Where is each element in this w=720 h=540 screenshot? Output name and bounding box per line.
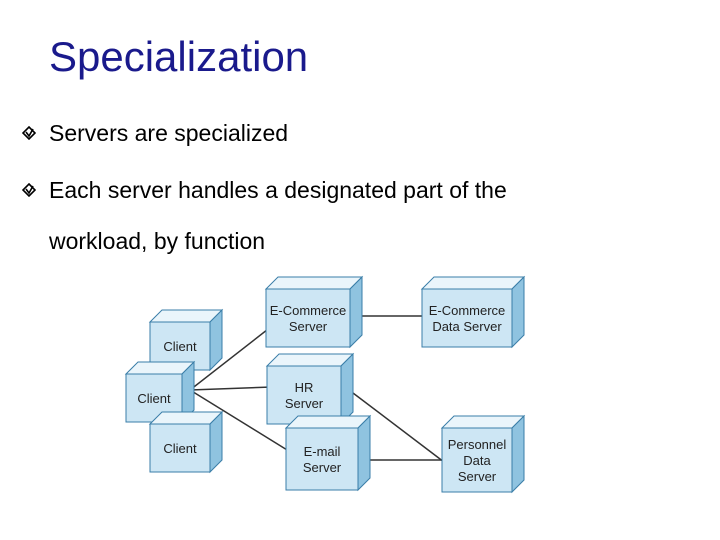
bullet-2-continuation: workload, by function bbox=[49, 228, 266, 254]
node-side-face bbox=[357, 414, 371, 492]
node-front-face bbox=[441, 427, 513, 493]
node-front-face bbox=[285, 427, 359, 491]
node-top-face bbox=[264, 276, 364, 290]
node-front-face bbox=[265, 288, 351, 348]
node-label: Server bbox=[285, 396, 324, 411]
node-label: E-Commerce bbox=[270, 303, 347, 318]
node-side-face bbox=[511, 414, 525, 494]
node-label: E-Commerce bbox=[429, 303, 506, 318]
edge-client-2-to-ecommerce-server bbox=[189, 325, 273, 391]
node-label: E-mail bbox=[304, 444, 341, 459]
node-front-face bbox=[266, 365, 342, 425]
node-top-face bbox=[420, 276, 526, 290]
diamond-check-icon bbox=[22, 126, 36, 140]
node-label: Client bbox=[163, 441, 197, 456]
node-label: Client bbox=[137, 391, 171, 406]
node-label: Personnel bbox=[448, 437, 507, 452]
node-label: Data bbox=[463, 453, 491, 468]
diagram-nodes: ClientClientClientE-CommerceServerE-Comm… bbox=[124, 275, 526, 494]
node-client-2: Client bbox=[124, 360, 196, 424]
node-client-3: Client bbox=[148, 410, 224, 474]
node-label: Server bbox=[289, 319, 328, 334]
bullet-1-text: Servers are specialized bbox=[49, 120, 289, 146]
diamond-check-icon bbox=[22, 183, 36, 197]
edge-hr-server-to-personnel-data-server bbox=[352, 392, 445, 463]
node-top-face bbox=[265, 353, 355, 367]
bullet-2-text: Each server handles a designated part of… bbox=[49, 177, 507, 203]
node-front-face bbox=[149, 423, 211, 473]
node-side-face bbox=[511, 275, 525, 349]
slide-title: Specialization bbox=[49, 33, 309, 80]
node-client-1: Client bbox=[148, 308, 224, 372]
edge-client-2-to-hr-server bbox=[189, 386, 273, 391]
node-front-face bbox=[421, 288, 513, 348]
diagram-edges bbox=[189, 315, 445, 463]
node-top-face bbox=[440, 415, 526, 429]
node-label: HR bbox=[295, 380, 314, 395]
node-label: Server bbox=[458, 469, 497, 484]
node-side-face bbox=[349, 275, 363, 349]
node-label: Data Server bbox=[432, 319, 502, 334]
node-top-face bbox=[284, 415, 372, 429]
node-side-face bbox=[340, 352, 354, 426]
node-label: Server bbox=[303, 460, 342, 475]
node-label: Client bbox=[163, 339, 197, 354]
edge-client-2-to-email-server bbox=[189, 389, 293, 454]
